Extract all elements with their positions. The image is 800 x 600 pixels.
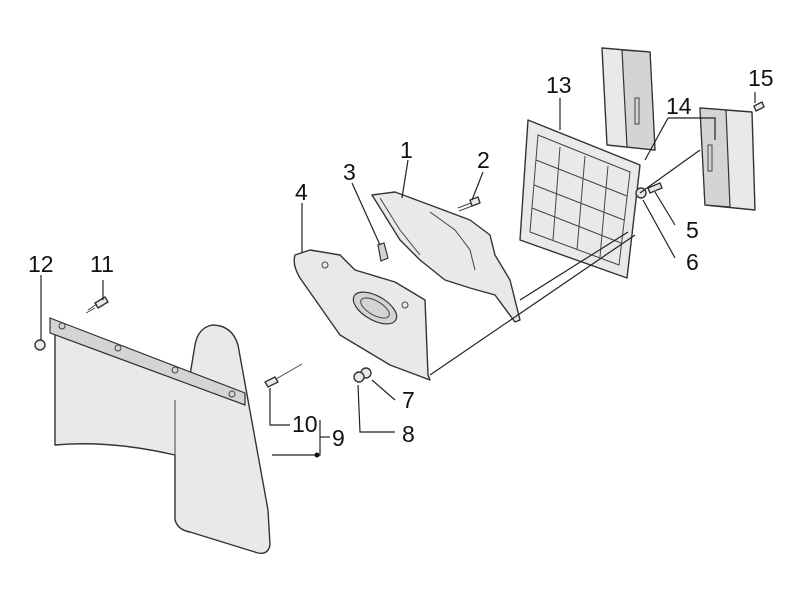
label-15: 15 [748,65,774,91]
label-11: 11 [90,251,114,277]
label-7: 7 [402,387,415,413]
mudflap [49,317,271,555]
license-plate-bracket [519,119,641,279]
label-3: 3 [343,159,356,185]
license-plate-holder-cover [371,191,521,323]
label-5: 5 [686,217,699,243]
label-8: 8 [402,421,415,447]
label-12: 12 [28,251,54,277]
label-6: 6 [686,249,699,275]
clip-3 [377,242,389,262]
label-4: 4 [295,179,308,205]
screw-15 [753,101,765,112]
label-10: 10 [292,411,318,437]
reflector-support [293,249,431,381]
label-14: 14 [666,93,692,119]
nut-12 [34,339,46,351]
label-13: 13 [546,72,572,98]
screw-2 [457,196,481,212]
nut-8 [353,371,365,383]
label-9: 9 [332,425,345,451]
screw-11 [85,296,109,314]
screw-5 [647,182,663,194]
rivet-10 [264,363,303,388]
label-1: 1 [400,137,413,163]
brackets-14 [601,47,756,211]
label-2: 2 [477,147,490,173]
leader-lines [40,92,756,458]
